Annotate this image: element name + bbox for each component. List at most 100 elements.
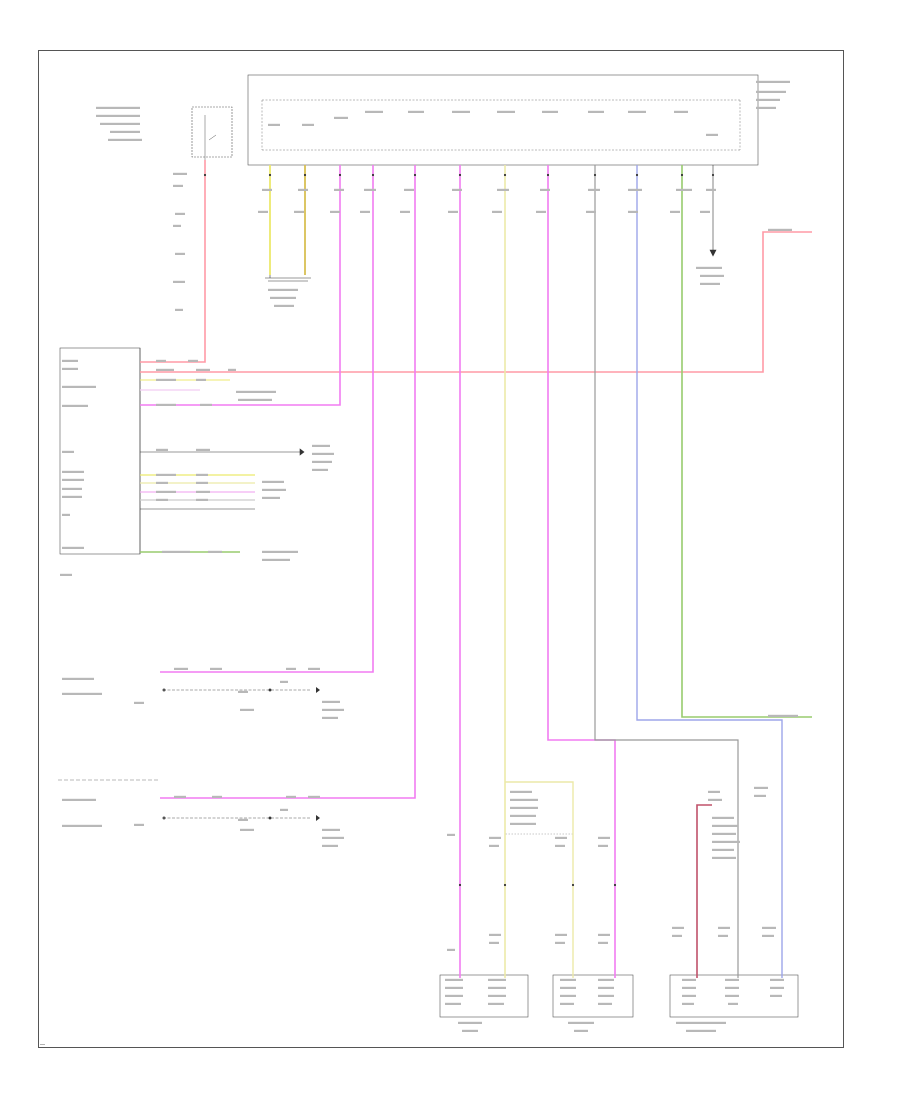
illegible-label: [280, 808, 288, 811]
illegible-label: [400, 210, 410, 213]
illegible-label: [555, 844, 565, 847]
illegible-label: [364, 188, 376, 191]
illegible-label: [712, 824, 738, 827]
illegible-label: [560, 994, 576, 997]
illegible-label: [568, 1021, 594, 1024]
illegible-label: [560, 1002, 574, 1005]
illegible-label: [488, 978, 506, 981]
illegible-label: [262, 496, 280, 499]
wire-magenta-door-lower: [160, 165, 416, 799]
illegible-label: [175, 212, 185, 215]
illegible-label: [628, 110, 646, 113]
illegible-label: [510, 822, 536, 825]
illegible-label: [258, 210, 268, 213]
illegible-label: [240, 708, 254, 711]
diagram-border: [38, 50, 844, 1048]
illegible-label: [62, 359, 78, 362]
illegible-label: [768, 228, 792, 231]
illegible-label: [334, 188, 344, 191]
illegible-label: [312, 444, 330, 447]
illegible-label: [365, 110, 383, 113]
illegible-label: [718, 926, 730, 929]
illegible-label: [196, 498, 208, 501]
illegible-label: [156, 498, 168, 501]
wire-darkred-bottom-right: [696, 804, 712, 978]
connector-dot: [635, 173, 639, 177]
connector-dot: [268, 173, 272, 177]
illegible-label: [100, 122, 140, 125]
illegible-label: [62, 487, 82, 490]
illegible-label: [462, 1029, 478, 1032]
illegible-label: [200, 403, 212, 406]
door-switch-lower: [58, 779, 320, 821]
illegible-label: [188, 359, 198, 362]
illegible-label: [312, 468, 328, 471]
illegible-label: [560, 986, 576, 989]
tiny-labels: [60, 80, 798, 1032]
illegible-label: [262, 480, 284, 483]
illegible-label: [268, 288, 298, 291]
illegible-label: [308, 795, 320, 798]
bottom-module-left: [439, 974, 529, 1018]
illegible-label: [756, 80, 790, 83]
illegible-label: [756, 90, 786, 93]
neutral-wires: [140, 165, 717, 510]
connector-dot: [458, 173, 462, 177]
illegible-label: [555, 836, 567, 839]
illegible-label: [302, 123, 314, 126]
illegible-label: [458, 1021, 482, 1024]
illegible-label: [768, 714, 798, 717]
illegible-label: [770, 986, 784, 989]
illegible-label: [156, 473, 176, 476]
illegible-label: [682, 1002, 694, 1005]
illegible-label: [173, 184, 183, 187]
connector-dot: [613, 883, 617, 887]
illegible-label: [725, 986, 739, 989]
illegible-label: [312, 460, 332, 463]
illegible-label: [445, 986, 463, 989]
illegible-label: [756, 106, 776, 109]
illegible-label: [196, 490, 210, 493]
illegible-label: [452, 110, 470, 113]
fuse-box: [191, 106, 233, 160]
page-reference: —: [40, 1042, 45, 1048]
illegible-label: [712, 848, 734, 851]
illegible-label: [452, 188, 462, 191]
illegible-label: [62, 546, 84, 549]
illegible-label: [236, 390, 276, 393]
bottom-module-right: [669, 974, 799, 1018]
illegible-label: [770, 978, 784, 981]
illegible-label: [510, 790, 532, 793]
illegible-label: [676, 188, 692, 191]
illegible-label: [682, 986, 696, 989]
illegible-label: [156, 378, 176, 381]
illegible-label: [536, 210, 546, 213]
wire-magenta-door-upper: [160, 165, 374, 673]
illegible-label: [445, 994, 463, 997]
illegible-label: [700, 282, 720, 285]
illegible-label: [60, 573, 72, 576]
illegible-label: [445, 1002, 461, 1005]
illegible-label: [696, 266, 722, 269]
illegible-label: [489, 933, 501, 936]
illegible-label: [598, 994, 614, 997]
illegible-label: [134, 823, 144, 826]
illegible-label: [682, 978, 696, 981]
ground-symbol-top: [265, 277, 311, 282]
illegible-label: [706, 133, 718, 136]
illegible-label: [156, 481, 168, 484]
illegible-label: [268, 123, 280, 126]
illegible-label: [718, 934, 728, 937]
illegible-label: [542, 110, 558, 113]
illegible-label: [62, 367, 78, 370]
illegible-label: [540, 188, 550, 191]
connector-dot: [458, 883, 462, 887]
illegible-label: [312, 452, 334, 455]
illegible-label: [628, 188, 642, 191]
illegible-label: [555, 941, 565, 944]
wire-magenta-bottom-mid: [547, 165, 616, 978]
connector-dot: [680, 173, 684, 177]
illegible-label: [598, 941, 608, 944]
illegible-label: [108, 138, 142, 141]
